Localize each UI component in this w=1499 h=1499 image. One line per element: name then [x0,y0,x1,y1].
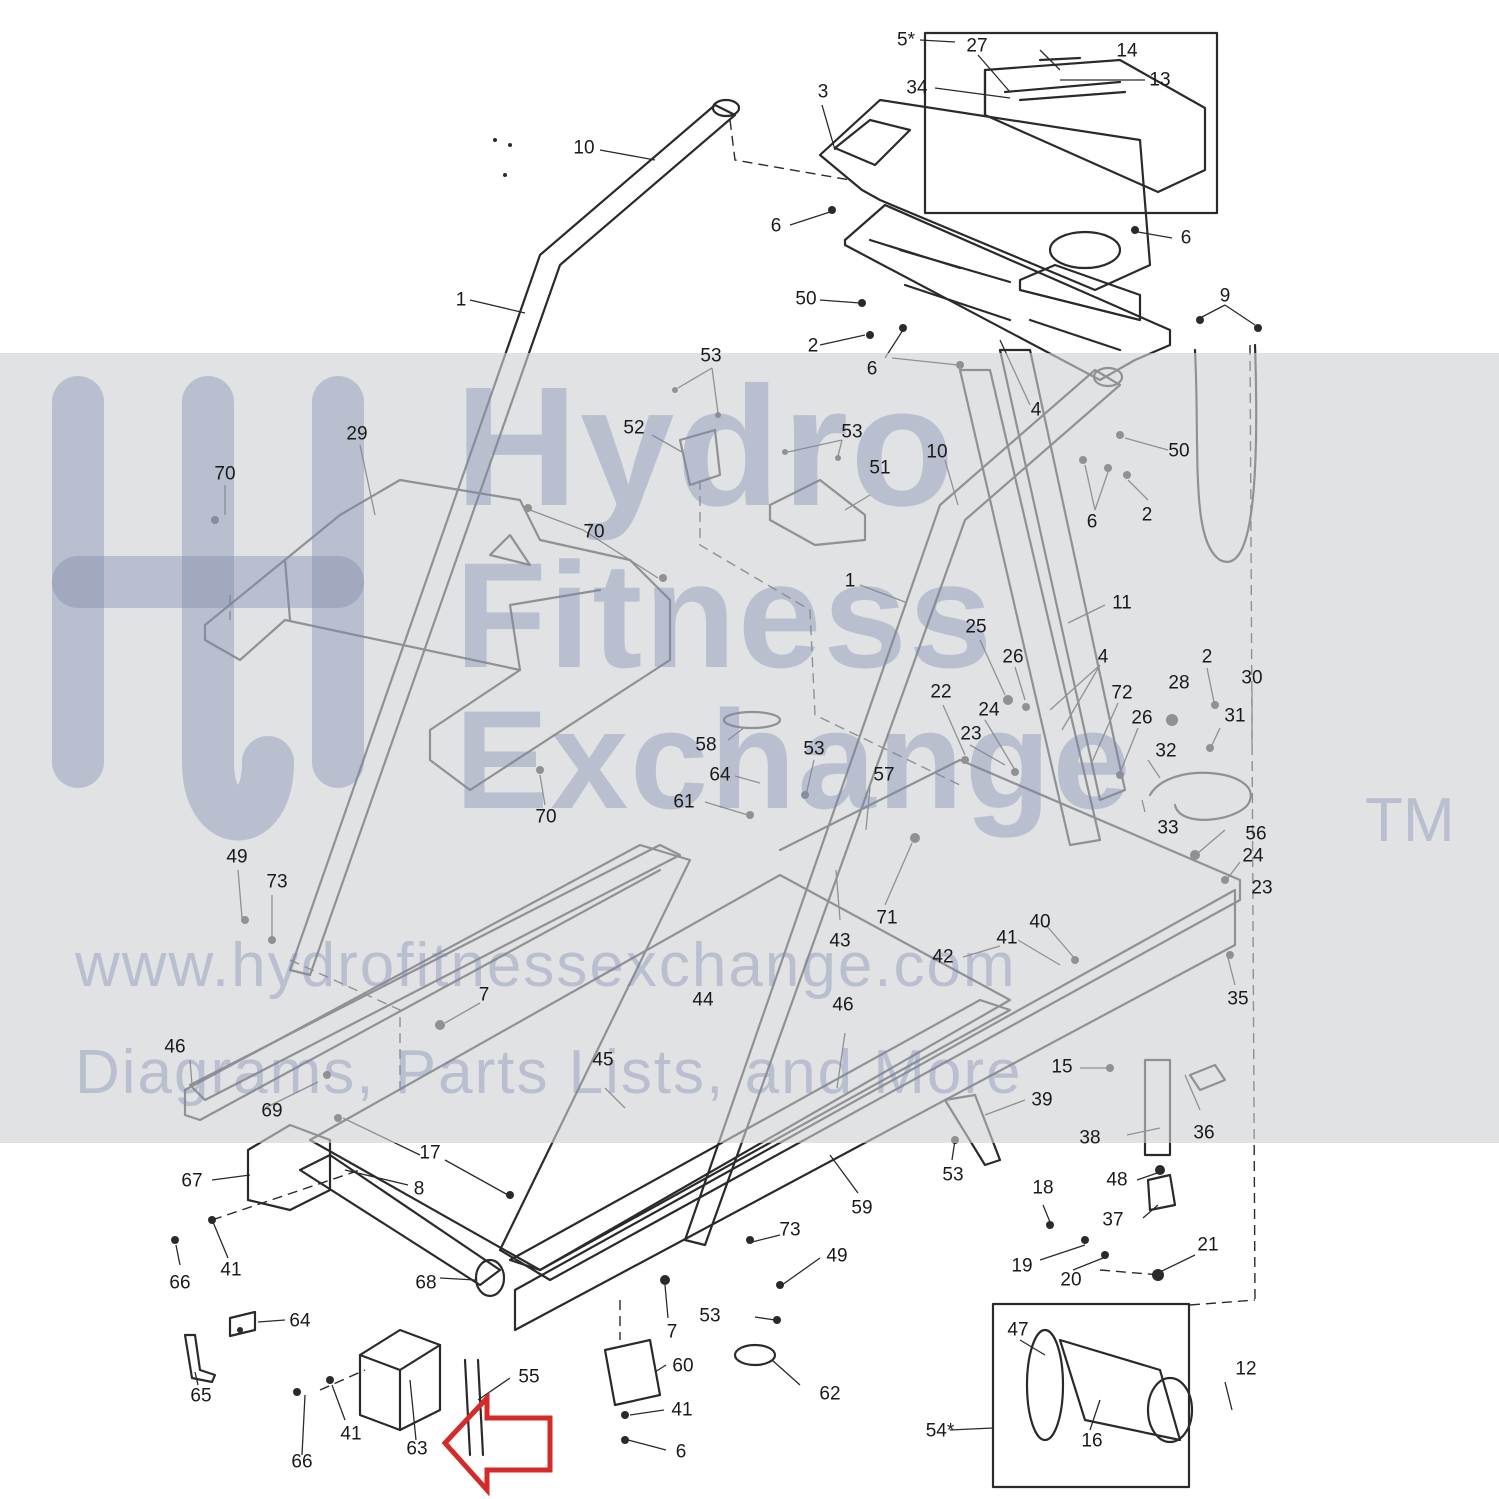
highlight-arrow-icon [441,1391,553,1497]
watermark-logo-icon [52,376,364,841]
console-hood [818,98,1152,292]
watermark-brand-line2: Fitness [455,531,995,699]
watermark-url: www.hydrofitnessexchange.com [75,931,1017,1000]
motor-group-box [991,1302,1191,1489]
drive-motor [1058,1338,1182,1442]
watermark-brand-line1: Hydro [455,352,957,542]
end-cap-63 [358,1328,442,1432]
console-group-box [923,31,1219,215]
console-base [843,203,1172,382]
watermark-band [0,353,1499,1143]
rear-roller [298,1153,502,1287]
watermark-tagline: Diagrams, Parts Lists, and More [75,1038,1023,1107]
watermark-brand-line3: Exchange [455,681,1133,838]
watermark-trademark: TM [1365,786,1455,855]
